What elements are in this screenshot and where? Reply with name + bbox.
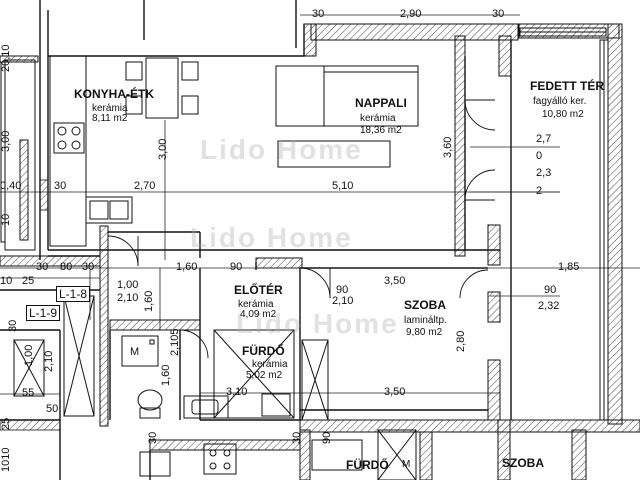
dim-label: 30 <box>36 261 49 273</box>
dim-label: 0 <box>536 150 543 162</box>
dim-label-vertical: 30 <box>147 431 159 444</box>
dim-label: 30 <box>54 180 67 192</box>
dim-label: 90 <box>336 284 349 296</box>
room-area-furdo: 5,02 m2 <box>246 370 283 381</box>
room-area-nappali: 18,36 m2 <box>360 125 402 136</box>
dim-label: 2,70 <box>134 180 156 192</box>
dim-label-vertical: 1,60 <box>160 364 172 386</box>
windows <box>519 27 609 421</box>
dim-label: 3,50 <box>384 386 406 398</box>
dim-label: 2,7 <box>536 133 552 145</box>
room-name-furdo: FÜRDŐ <box>242 344 285 358</box>
dim-label: 1,60 <box>176 261 198 273</box>
tag-l-1-8: L-1-8 <box>56 286 91 302</box>
left-structure <box>0 179 61 431</box>
dim-label: 30 <box>492 8 505 20</box>
dim-label: 1,00 <box>117 279 139 291</box>
watermark: Lido Home <box>236 308 399 339</box>
dim-label: 2,90 <box>400 8 422 20</box>
dim-label: 30 <box>82 261 95 273</box>
dim-label-vertical: 1010 <box>0 447 12 472</box>
dim-label: 2 <box>536 185 543 197</box>
room-area-fedett: 10,80 m2 <box>542 109 584 120</box>
room-name-konyha: KONYHA-ÉTK <box>74 87 154 101</box>
room-material-eloter: kerámia <box>238 299 274 310</box>
dim-label: 0,40 <box>0 180 22 192</box>
dim-label-vertical: 1,00 <box>23 344 35 366</box>
dim-label-vertical: 25 <box>0 417 12 430</box>
dim-label: 2,10 <box>117 292 139 304</box>
dim-label: 5,10 <box>332 180 354 192</box>
dim-label: 3,10 <box>226 386 248 398</box>
room-name-nappali: NAPPALI <box>355 96 407 110</box>
dim-label: 3,50 <box>384 275 406 287</box>
watermark: Lido Home <box>200 134 363 165</box>
dim-label: 80 <box>60 261 73 273</box>
dim-label: 50 <box>46 403 59 415</box>
room-name-szoba-2: SZOBA <box>502 456 544 470</box>
dim-label-vertical: 3,00 <box>0 130 12 152</box>
doors <box>107 99 496 359</box>
room-name-fedett: FEDETT TÉR <box>530 79 604 93</box>
dim-label-vertical: 30 <box>291 431 303 444</box>
dim-label-vertical: 1,60 <box>143 290 155 312</box>
room-material-nappali: kerámia <box>360 113 396 124</box>
dim-label: 1,85 <box>558 261 580 273</box>
dim-label-vertical: 10 <box>0 213 12 226</box>
room-material-furdo: kerámia <box>252 359 288 370</box>
dim-label: 55 <box>22 387 35 399</box>
room-name-furdo-2: FÜRDŐ <box>346 458 389 472</box>
room-name-eloter: ELŐTÉR <box>234 283 283 297</box>
sofa-set <box>275 65 419 168</box>
dim-label-vertical: 2,105 <box>169 328 181 356</box>
dim-label: 30 <box>312 8 325 20</box>
dim-label: 2,10 <box>332 295 354 307</box>
dim-label: 10 <box>0 275 13 287</box>
dim-label-vertical: 2,10 <box>43 350 55 372</box>
dim-label-vertical: 30 <box>7 319 19 332</box>
dim-label: 2,3 <box>536 167 552 179</box>
room-name-szoba: SZOBA <box>404 298 446 312</box>
dim-label-vertical: 3,60 <box>442 136 454 158</box>
kitchen-fixtures <box>0 55 133 251</box>
dim-label-vertical: 20,10 <box>0 44 12 72</box>
room-material-fedett: fagyálló ker. <box>533 96 587 107</box>
dim-label-vertical: 2,80 <box>455 330 467 352</box>
dim-label-vertical: 3,00 <box>157 138 169 160</box>
room-area-eloter: 4,09 m2 <box>240 309 277 320</box>
watermark: Lido Home <box>190 222 353 253</box>
room-area-szoba: 9,80 m2 <box>406 327 443 338</box>
dim-label: 25 <box>22 275 35 287</box>
room-material-szoba: lamináltp. <box>404 315 447 326</box>
tag-m: M <box>402 459 411 470</box>
dim-label: 90 <box>230 261 243 273</box>
dining-table <box>125 57 199 119</box>
tag-l-1-9: L-1-9 <box>26 305 61 321</box>
dim-label-vertical: 90 <box>321 431 333 444</box>
tag-m: M <box>130 346 140 358</box>
room-material-konyha: kerámia <box>92 103 128 114</box>
dim-label: 90 <box>544 284 557 296</box>
dim-label: 2,32 <box>538 300 560 312</box>
room-area-konyha: 8,11 m2 <box>92 113 128 124</box>
